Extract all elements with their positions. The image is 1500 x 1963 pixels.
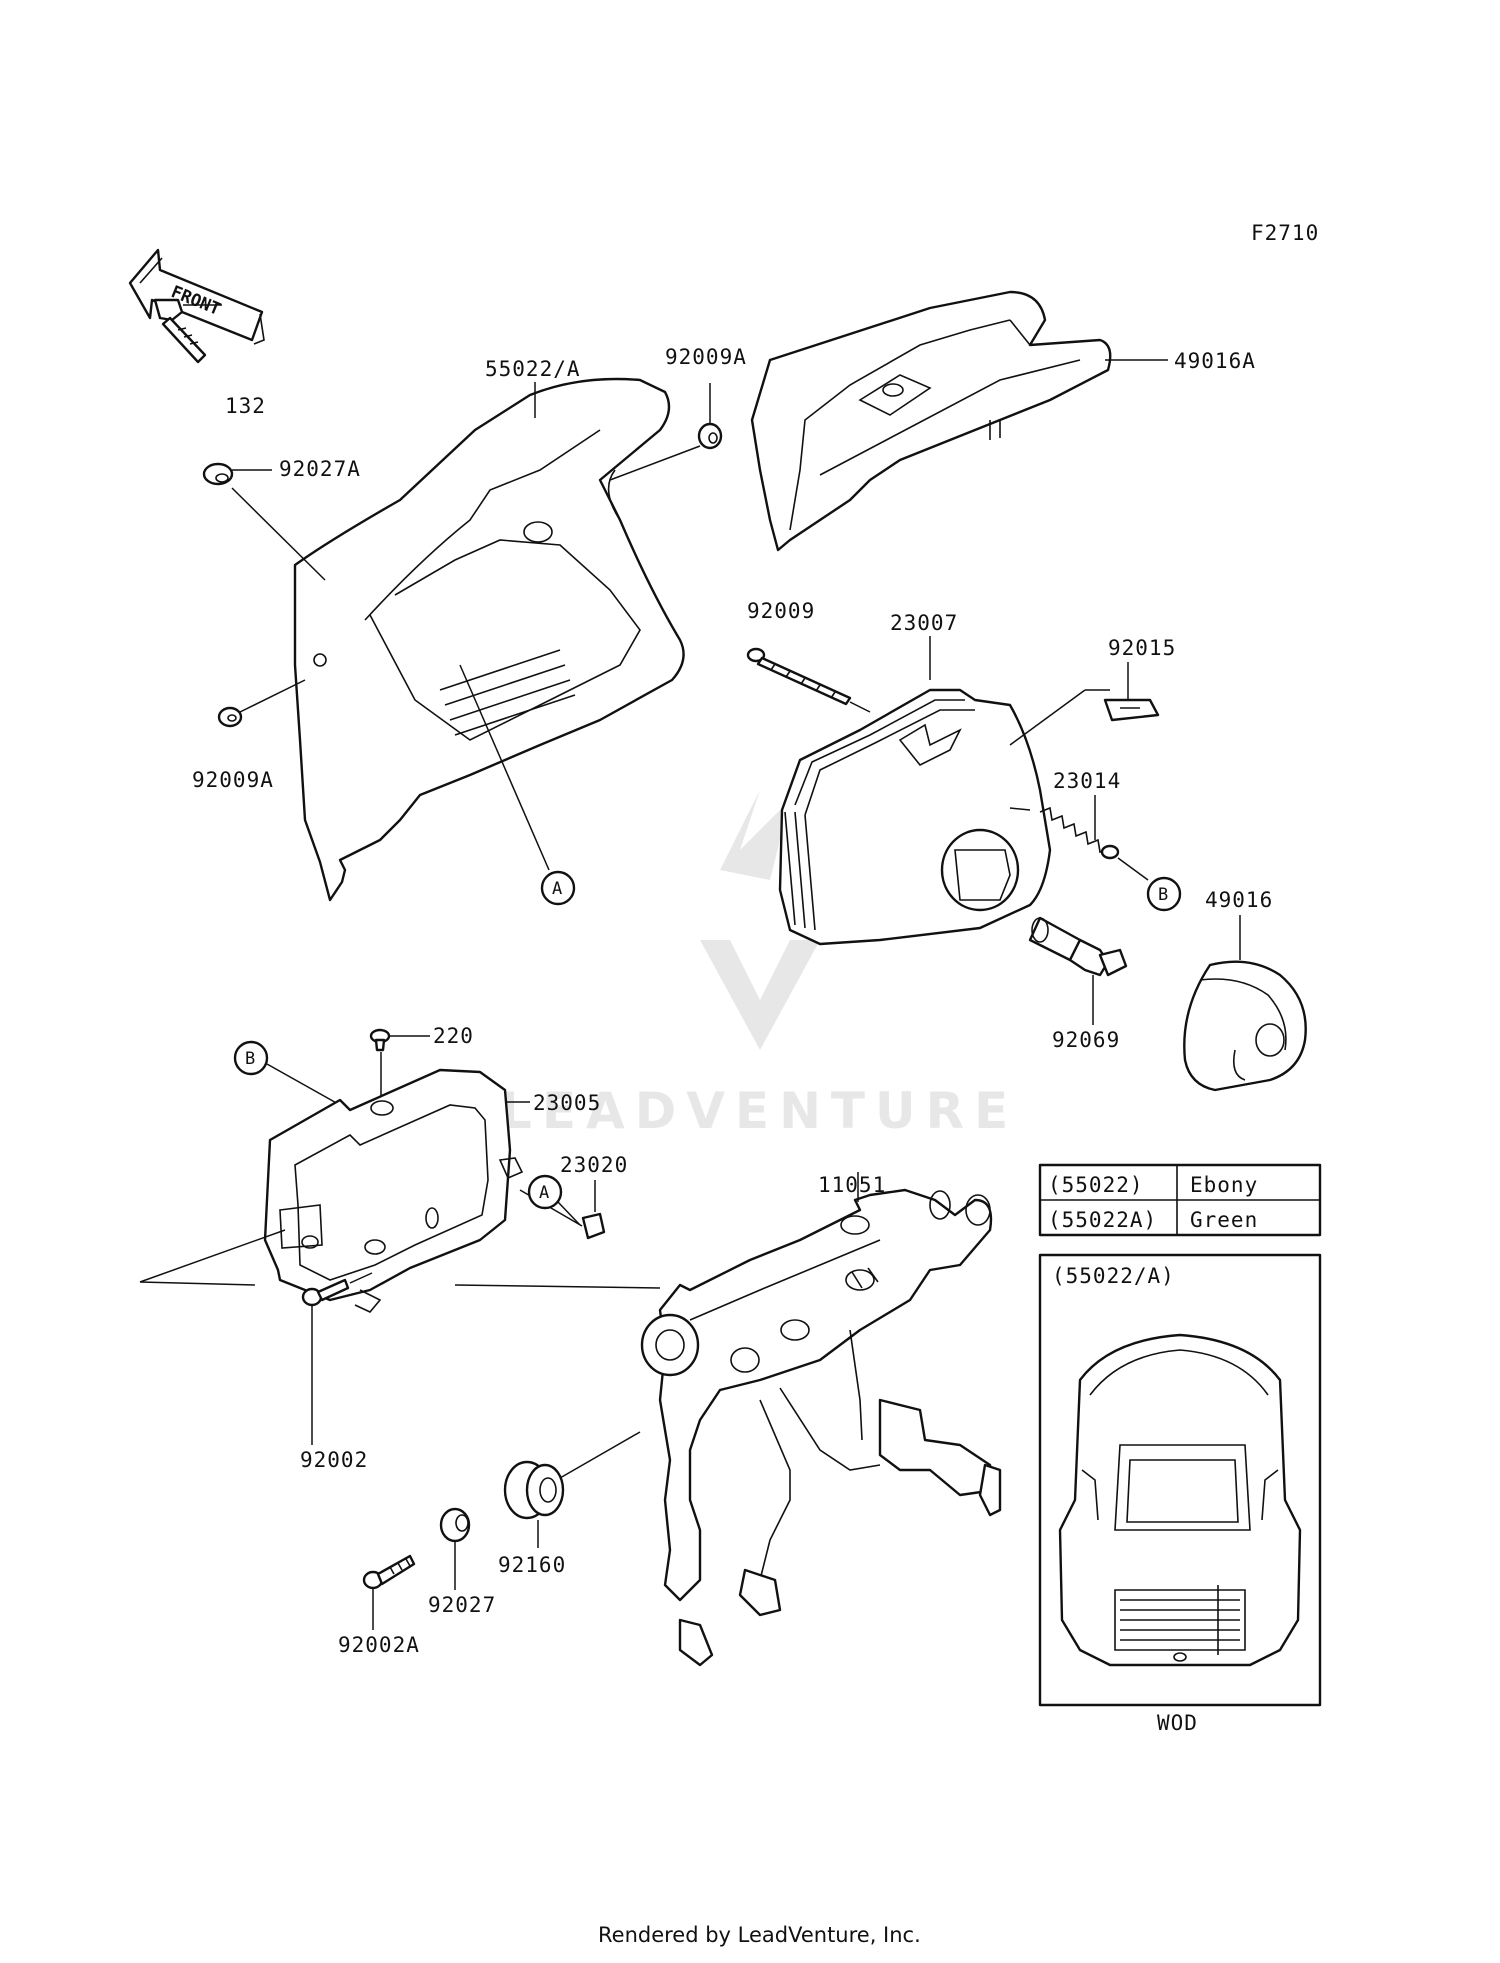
inset-title: (55022/A) [1052,1264,1175,1288]
callout-b-right [1146,876,1182,912]
headlight-cover [293,377,685,902]
callout-a-lower [527,1174,563,1210]
color-table-code-2: (55022A) [1048,1208,1157,1232]
collar-92027 [439,1507,471,1543]
label-220: 220 [433,1024,474,1048]
cap-49016 [1183,960,1307,1092]
label-23007: 23007 [890,611,958,635]
label-92027a: 92027A [279,457,361,481]
label-92015: 92015 [1108,636,1176,660]
screw-92009 [746,647,852,706]
bolt-92002a [362,1554,416,1590]
bolt-92002 [301,1278,350,1307]
grommet-92160 [503,1460,565,1520]
label-55022a: 55022/A [485,357,581,381]
label-23014: 23014 [1053,769,1121,793]
callout-b-right-text: B [1158,885,1168,905]
callout-b-left [233,1040,269,1076]
label-49016: 49016 [1205,888,1273,912]
callout-a-upper-text: A [552,879,562,899]
color-table-color-1: Ebony [1190,1173,1258,1197]
callout-b-left-text: B [245,1049,255,1069]
clip-92015 [1103,698,1160,722]
label-23020: 23020 [560,1153,628,1177]
label-92160: 92160 [498,1553,566,1577]
inset-box: (55022/A) WOD [1038,1253,1322,1735]
bolt-132 [153,298,207,364]
bracket-11051 [640,1188,1002,1667]
label-49016a: 49016A [1174,349,1256,373]
spring-23014 [1039,806,1120,860]
color-table-color-2: Green [1190,1208,1258,1232]
visor-49016a [750,290,1112,552]
collar-92027a [202,462,234,486]
label-92027: 92027 [428,1593,496,1617]
label-92069: 92069 [1052,1028,1120,1052]
bulb-92069 [1028,916,1128,977]
label-11051: 11051 [818,1173,886,1197]
label-132: 132 [225,394,266,418]
color-table: (55022) Ebony (55022A) Green [1038,1163,1322,1237]
headlight-23007 [778,688,1052,946]
label-92009: 92009 [747,599,815,623]
label-92009a-top: 92009A [665,345,747,369]
label-92009a-left: 92009A [192,768,274,792]
label-23005: 23005 [533,1091,601,1115]
label-92002a: 92002A [338,1633,420,1657]
screw-220 [369,1028,391,1052]
label-92002: 92002 [300,1448,368,1472]
callout-a-lower-text: A [539,1183,549,1203]
color-table-code-1: (55022) [1048,1173,1144,1197]
grommet-92009a-left [217,706,243,728]
frame-23005 [263,1068,524,1313]
footer-credit: Rendered by LeadVenture, Inc. [598,1923,921,1947]
grommet-92009a-top [697,422,723,450]
callout-a-upper [540,870,576,906]
watermark: LEADVENTURE [500,790,1018,1140]
watermark-text: LEADVENTURE [500,1082,1018,1140]
front-arrow-icon: FRONT [128,248,265,345]
inset-caption: WOD [1157,1711,1198,1735]
diagram-code: F2710 [1251,221,1319,245]
nut-23020 [581,1212,606,1240]
